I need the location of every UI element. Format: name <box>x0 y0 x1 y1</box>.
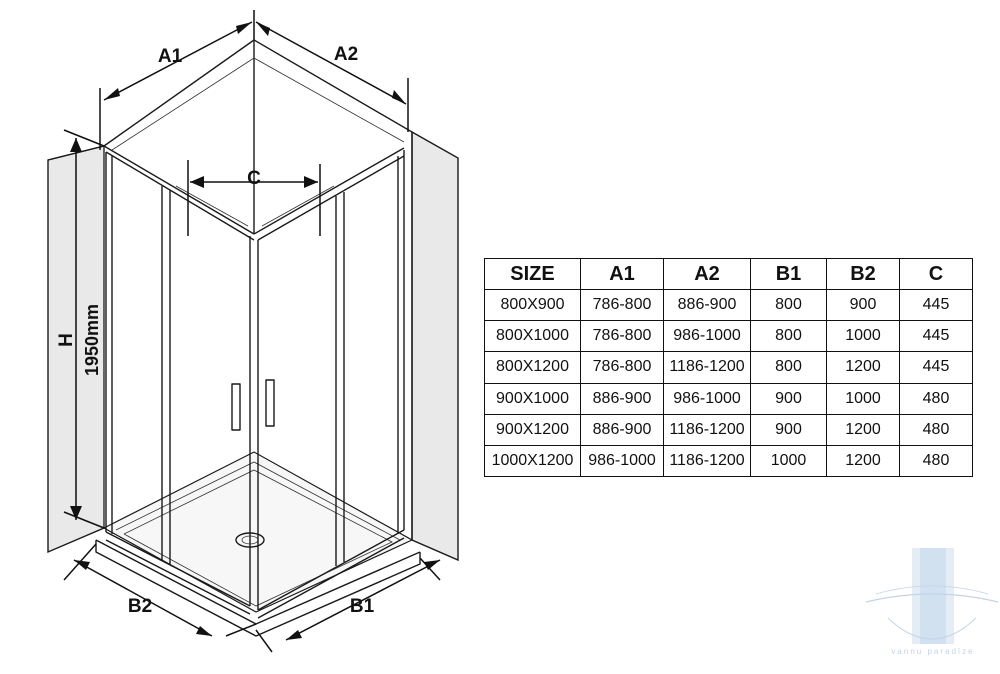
cell-b2: 900 <box>826 288 900 322</box>
cell-size: 1000X1200 <box>484 444 581 478</box>
cell-size: 800X1000 <box>484 320 581 353</box>
table-row: 1000X1200 986-1000 1186-1200 1000 1200 4… <box>484 444 973 478</box>
right-panel <box>253 147 405 619</box>
table-row: 800X1000 786-800 986-1000 800 1000 445 <box>484 320 973 353</box>
cell-size: 800X1200 <box>484 351 581 384</box>
table-header-row: SIZE A1 A2 B1 B2 C <box>484 258 973 290</box>
cell-b1: 900 <box>750 382 827 415</box>
header-a2: A2 <box>663 258 751 290</box>
cell-b1: 900 <box>750 413 827 446</box>
cell-c: 445 <box>899 288 973 322</box>
cell-b2: 1200 <box>826 444 900 478</box>
cell-a2: 1186-1200 <box>663 351 751 384</box>
cell-a1: 786-800 <box>580 288 664 322</box>
label-height: 1950mm <box>82 304 102 376</box>
label-h: H <box>56 333 77 347</box>
left-panel <box>103 145 255 615</box>
cell-size: 800X900 <box>484 288 581 322</box>
dimension-b1: B1 <box>255 557 441 653</box>
table-row: 800X900 786-800 886-900 800 900 445 <box>484 288 973 322</box>
right-wall <box>411 130 459 562</box>
dimension-a1: A1 <box>99 10 255 150</box>
header-a1: A1 <box>580 258 664 290</box>
cell-c: 480 <box>899 413 973 446</box>
door-handles <box>231 379 275 431</box>
cell-a1: 886-900 <box>580 413 664 446</box>
dimension-h: H 1950mm <box>56 129 105 529</box>
dimension-b2: B2 <box>63 543 257 637</box>
cell-a1: 986-1000 <box>580 444 664 478</box>
table-row: 800X1200 786-800 1186-1200 800 1200 445 <box>484 351 973 384</box>
header-size: SIZE <box>484 258 581 290</box>
cell-c: 445 <box>899 320 973 353</box>
cell-b2: 1200 <box>826 413 900 446</box>
header-c: C <box>899 258 973 290</box>
header-b1: B1 <box>750 258 827 290</box>
label-a1: A1 <box>158 46 183 67</box>
back-corner <box>111 40 405 234</box>
cell-b2: 1000 <box>826 320 900 353</box>
cell-a2: 886-900 <box>663 288 751 322</box>
cell-b1: 800 <box>750 320 827 353</box>
label-a2: A2 <box>334 44 358 65</box>
cell-a2: 986-1000 <box>663 382 751 415</box>
watermark-text: vannu paradīze <box>891 647 974 656</box>
cell-a2: 1186-1200 <box>663 444 751 478</box>
cell-c: 480 <box>899 382 973 415</box>
label-b2: B2 <box>128 596 152 617</box>
label-b1: B1 <box>350 596 375 617</box>
table-row: 900X1000 886-900 986-1000 900 1000 480 <box>484 382 973 415</box>
dimension-a2: A2 <box>255 21 409 132</box>
header-b2: B2 <box>826 258 900 290</box>
size-table: SIZE A1 A2 B1 B2 C 800X900 786-800 886-9… <box>484 258 973 478</box>
cell-size: 900X1200 <box>484 413 581 446</box>
cell-a1: 786-800 <box>580 320 664 353</box>
label-c: C <box>247 168 261 189</box>
cell-b1: 800 <box>750 288 827 322</box>
cell-a2: 986-1000 <box>663 320 751 353</box>
cell-c: 480 <box>899 444 973 478</box>
watermark-logo: vannu paradīze <box>865 548 999 656</box>
cell-b1: 1000 <box>750 444 827 478</box>
cell-b2: 1200 <box>826 351 900 384</box>
cell-a1: 786-800 <box>580 351 664 384</box>
dimension-c: C <box>187 160 321 236</box>
table-row: 900X1200 886-900 1186-1200 900 1200 480 <box>484 413 973 446</box>
cell-size: 900X1000 <box>484 382 581 415</box>
cell-a1: 886-900 <box>580 382 664 415</box>
right-handle-icon <box>265 379 275 427</box>
cell-c: 445 <box>899 351 973 384</box>
left-handle-icon <box>231 383 241 431</box>
cell-a2: 1186-1200 <box>663 413 751 446</box>
cell-b1: 800 <box>750 351 827 384</box>
cell-b2: 1000 <box>826 382 900 415</box>
